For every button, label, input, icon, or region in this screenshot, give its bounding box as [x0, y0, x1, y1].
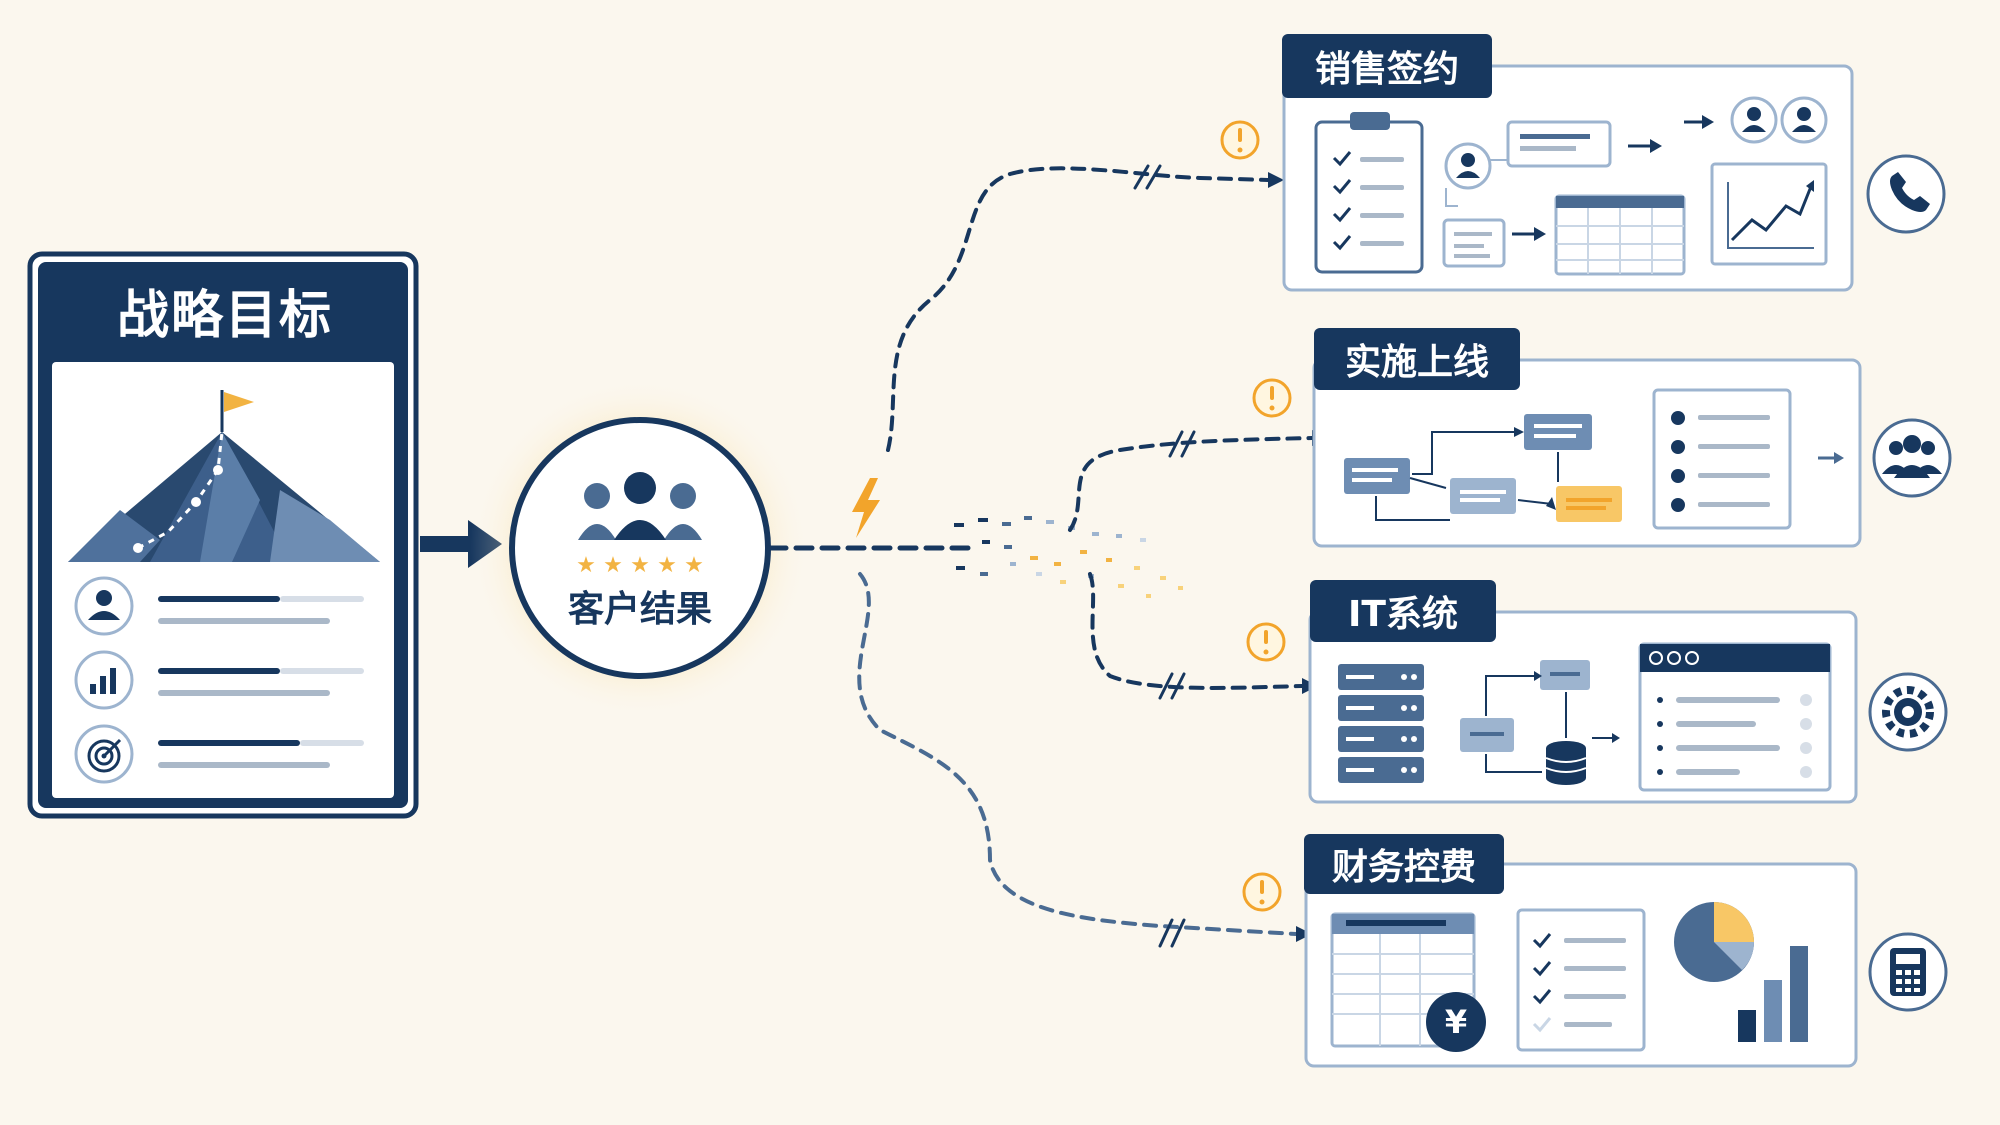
svg-text:★: ★	[684, 553, 704, 578]
goal-row-chart	[74, 650, 364, 710]
it-systems-card	[1308, 580, 1948, 804]
svg-text:★: ★	[630, 553, 650, 578]
target-icon	[87, 738, 122, 773]
svg-text:★: ★	[657, 553, 677, 578]
warning-icon	[1242, 872, 1282, 912]
checklist-icon	[1652, 388, 1792, 530]
warning-icon	[1246, 622, 1286, 662]
connectors	[767, 164, 1328, 948]
five-star-rating-icon: ★ ★ ★ ★ ★	[576, 553, 704, 578]
implementation-card	[1312, 328, 1952, 548]
phone-icon	[1866, 154, 1946, 234]
scattered-fragments	[954, 516, 1183, 598]
implementation-tab	[1314, 328, 1520, 390]
implementation-title: 实施上线	[1344, 342, 1489, 383]
client-avatars-icon	[1730, 96, 1828, 144]
lightning-icon	[852, 478, 880, 538]
sales-card	[1282, 34, 1946, 292]
clipboard-checklist-icon	[1314, 112, 1424, 274]
strategic-goal-title: 战略目标	[116, 285, 333, 346]
finance-title: 财务控费	[1331, 847, 1476, 888]
yen-coin-icon	[1426, 992, 1486, 1052]
warning-icon	[1220, 120, 1260, 160]
svg-text:★: ★	[603, 553, 623, 578]
summit-flag-icon	[224, 392, 254, 412]
customers-group-icon	[578, 472, 702, 540]
sales-title: 销售签约	[1314, 49, 1459, 90]
goal-row-target	[74, 724, 364, 784]
svg-text:★: ★	[576, 553, 596, 578]
yen-symbol: ¥	[1444, 1003, 1468, 1041]
it-systems-title: IT系统	[1348, 594, 1458, 635]
system-architecture-icon	[1460, 660, 1620, 785]
mountain-peak-icon	[68, 390, 380, 562]
app-window-icon	[1638, 642, 1832, 792]
growth-chart-icon	[1710, 162, 1828, 266]
team-icon	[1872, 418, 1952, 498]
user-icon	[88, 590, 120, 620]
bar-chart-icon	[90, 668, 116, 694]
server-stack-icon	[1338, 664, 1424, 783]
warning-icon	[1252, 378, 1292, 418]
table-grid-icon	[1554, 194, 1686, 276]
checklist-icon	[1516, 908, 1646, 1052]
process-flow-icon	[1344, 414, 1622, 522]
pie-and-bar-chart-icon	[1674, 902, 1808, 1042]
goal-row-user	[74, 576, 364, 636]
strategic-goal-card	[27, 251, 419, 819]
customer-outcome-node: ★ ★ ★ ★ ★	[470, 378, 810, 718]
finance-tab	[1304, 834, 1504, 894]
finance-card	[1304, 834, 1948, 1068]
calculator-icon	[1868, 932, 1948, 1012]
gear-icon	[1868, 672, 1948, 752]
customer-outcome-label: 客户结果	[567, 589, 712, 630]
sales-tab	[1282, 34, 1492, 98]
it-systems-tab	[1310, 580, 1496, 642]
